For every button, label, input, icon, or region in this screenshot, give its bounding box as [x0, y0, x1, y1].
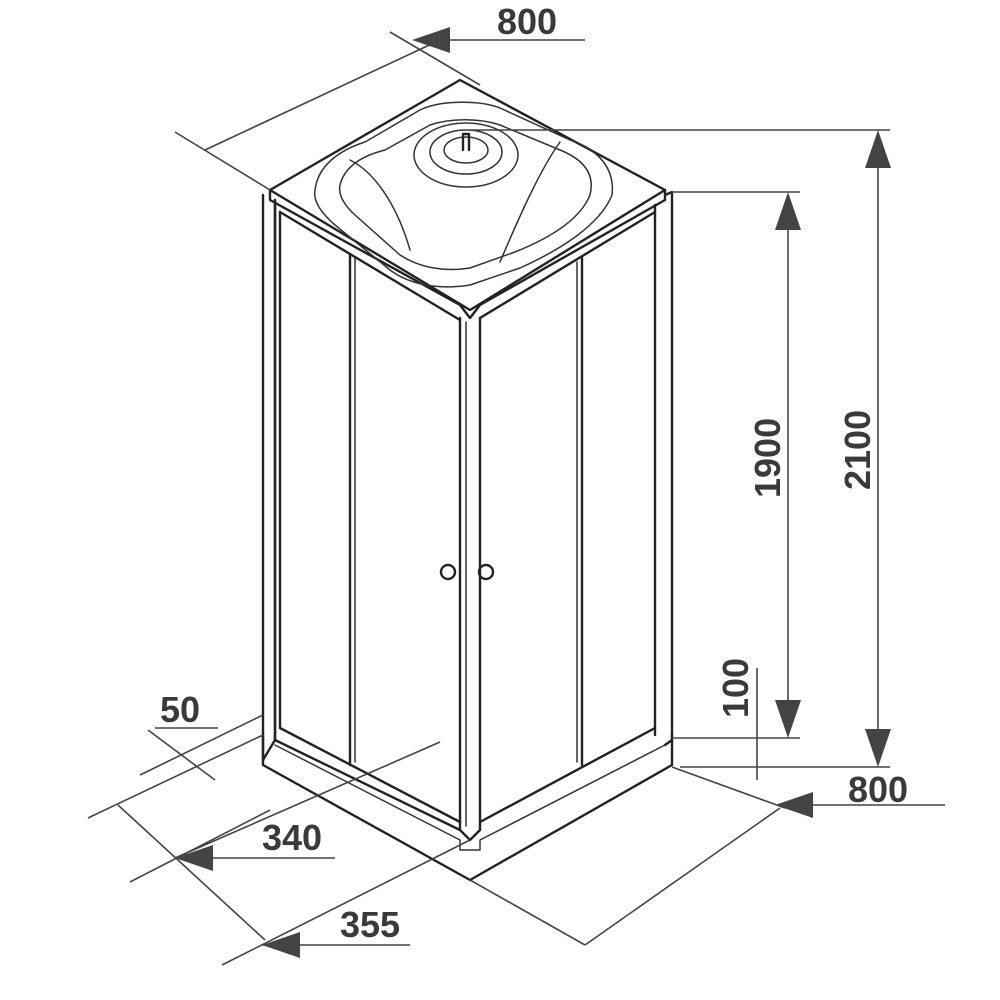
- label-base-height: 100: [715, 658, 756, 718]
- right-door-knob: [477, 563, 495, 581]
- dim-side-depth-b-line: [221, 839, 471, 966]
- label-door-height: 1900: [747, 418, 788, 498]
- left-panel-bottom-rail: [278, 726, 462, 824]
- roof-dome-inner: [338, 119, 592, 271]
- dim-top-width-line: [204, 39, 441, 151]
- shower-head-ring-outer: [413, 122, 519, 188]
- label-total-height: 2100: [837, 410, 878, 490]
- dim-right-width-line: [584, 807, 781, 946]
- shower-cabin: [261, 78, 674, 882]
- dim-door-height-arrow-bottom: [775, 700, 801, 738]
- dim-top-width-arrow: [412, 27, 450, 53]
- ext-right-width-front: [469, 879, 586, 946]
- roof-dome-rib-2: [499, 141, 561, 263]
- right-panel-bottom-rail: [478, 726, 657, 824]
- shower-head-ring-inner: [443, 136, 489, 164]
- left-panel-frame: [261, 193, 277, 762]
- dim-side-depth-b-arrow: [262, 932, 300, 958]
- dim-base-offset-line-a: [139, 714, 264, 776]
- dim-side-depth-a-line: [174, 741, 441, 859]
- dim-total-height-arrow-bottom: [865, 729, 891, 767]
- left-panel-bottom: [273, 198, 462, 832]
- ext-right-width: [671, 766, 786, 809]
- dimension-lines: [87, 27, 945, 966]
- label-top-width: 800: [497, 1, 557, 42]
- label-side-depth-a: 340: [262, 817, 322, 858]
- shower-tray-lip: [274, 744, 666, 851]
- shower-head-pipe: [461, 132, 471, 152]
- ext-top-right: [389, 31, 481, 86]
- label-side-depth-b: 355: [340, 904, 400, 945]
- ext-top-left: [174, 131, 271, 191]
- right-panel-top-rail: [478, 210, 657, 320]
- center-post: [458, 316, 482, 842]
- left-door-knob: [439, 563, 457, 581]
- roof-dome-rib: [349, 159, 411, 251]
- roof-dome: [313, 101, 614, 288]
- roof-outline: [268, 78, 667, 312]
- dim-side-depth-a-diag: [117, 804, 266, 941]
- label-right-width: 800: [848, 769, 908, 810]
- ext-side-depth-b: [129, 809, 271, 883]
- dim-door-height-arrow-top: [775, 192, 801, 230]
- dim-right-width-arrow: [775, 792, 813, 818]
- left-panel-top-rail: [278, 210, 462, 322]
- ext-side-depth-a: [87, 734, 264, 819]
- roof-edge: [268, 188, 667, 320]
- dim-total-height-arrow-top: [865, 130, 891, 168]
- right-panel-frame: [663, 190, 674, 747]
- label-base-offset: 50: [160, 689, 200, 730]
- dim-side-depth-a-arrow: [175, 845, 213, 871]
- shower-head-ring-middle: [429, 129, 503, 175]
- dim-base-offset-tick: [147, 729, 216, 781]
